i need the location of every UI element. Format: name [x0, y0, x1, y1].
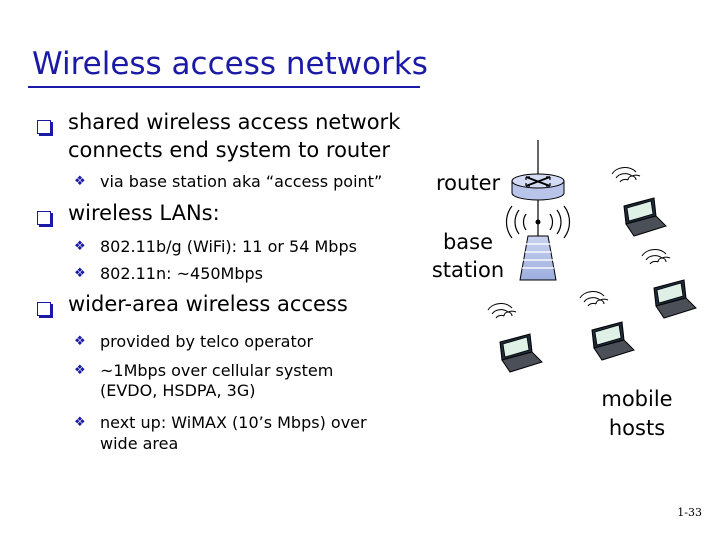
- bullet-3-sub-3-line-1: next up: WiMAX (10’s Mbps) over: [100, 413, 367, 432]
- bullet-1-sub-1: via base station aka “access point”: [100, 172, 383, 191]
- base-station-label-line-1: base: [442, 230, 494, 254]
- bullet-2-sub-1: 802.11b/g (WiFi): 11 or 54 Mbps: [100, 237, 357, 256]
- router-label: router: [436, 171, 501, 195]
- laptop-icon: [487, 303, 543, 373]
- bullet-3-sub-3-line-2: wide area: [100, 434, 179, 453]
- sub-bullet-marker: ❖: [74, 266, 86, 281]
- sub-bullet-marker: ❖: [74, 415, 86, 430]
- mobile-hosts-label-line-1: mobile: [601, 387, 673, 411]
- bullet-2-line-1: wireless LANs:: [68, 201, 220, 225]
- base-station-label-line-2: station: [431, 258, 505, 282]
- base-station-tower-icon: [519, 219, 557, 281]
- sub-bullet-marker: ❖: [74, 239, 86, 254]
- page-number: 1-33: [677, 506, 702, 519]
- bullet-3-sub-2-line-1: ~1Mbps over cellular system: [100, 361, 334, 380]
- bullet-marker: [37, 120, 51, 134]
- bullet-1-line-1: shared wireless access network: [68, 110, 401, 134]
- title-underline: [28, 86, 420, 88]
- sub-bullet-marker: ❖: [74, 363, 86, 378]
- router-icon: [511, 173, 565, 201]
- bullet-2-sub-2: 802.11n: ~450Mbps: [100, 264, 263, 283]
- base-station-waves-icon: [505, 205, 571, 239]
- slide-title: Wireless access networks: [32, 46, 428, 82]
- laptop-icon: [611, 167, 667, 237]
- laptop-icon: [579, 291, 635, 361]
- bullet-3-line-1: wider-area wireless access: [68, 292, 348, 316]
- mobile-hosts-label-line-2: hosts: [608, 416, 666, 440]
- bullet-marker: [37, 211, 51, 225]
- bullet-3-sub-1: provided by telco operator: [100, 332, 314, 351]
- sub-bullet-marker: ❖: [74, 334, 86, 349]
- bullet-3-sub-2-line-2: (EVDO, HSDPA, 3G): [100, 381, 256, 400]
- sub-bullet-marker: ❖: [74, 174, 86, 189]
- bullet-marker: [37, 302, 51, 316]
- bullet-1-line-2: connects end system to router: [68, 138, 391, 162]
- laptop-icon: [641, 249, 697, 319]
